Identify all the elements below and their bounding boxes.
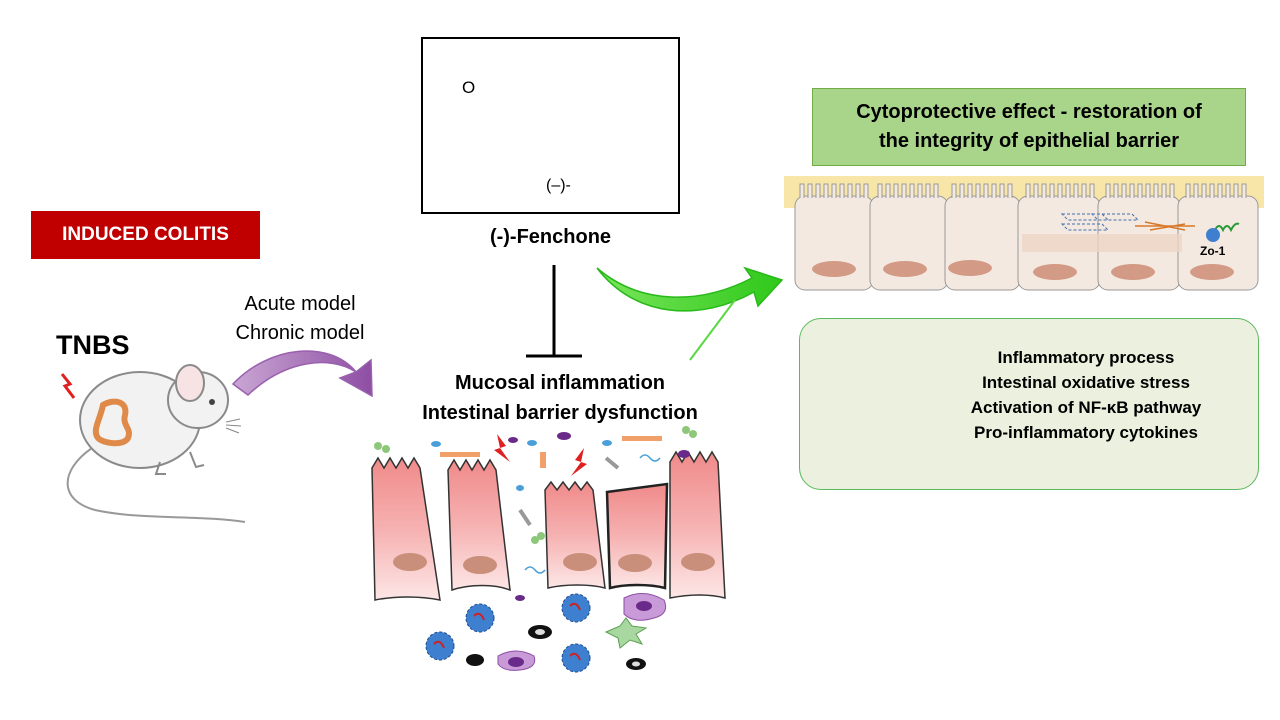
effect-item: Inflammatory process <box>997 348 1175 367</box>
induced-colitis-badge: INDUCED COLITIS <box>31 211 260 259</box>
chronic-model-label: Chronic model <box>235 322 365 344</box>
stereo-descriptor-label: (–)- <box>546 177 571 194</box>
inhibition-symbol <box>526 265 582 358</box>
mucosal-inflammation-label: Mucosal inflammation <box>454 372 666 394</box>
fenchone-name: (-)-Fenchone <box>489 226 612 248</box>
effect-item: Activation of NF-κB pathway <box>970 398 1202 417</box>
barrier-dysfunction-label: Intestinal barrier dysfunction <box>422 402 698 424</box>
cytoprotective-line-1: Cytoprotective effect - restoration of <box>856 101 1202 123</box>
decreased-effects-box: Inflammatory process Intestinal oxidativ… <box>799 318 1259 490</box>
effect-item: Intestinal oxidative stress <box>982 373 1190 392</box>
healthy-epithelium <box>784 176 1264 291</box>
zo1-label: Zo-1 <box>1200 244 1226 258</box>
fenchone-structure-box <box>421 37 680 214</box>
model-arrow <box>231 350 373 398</box>
immune-cells <box>425 593 667 673</box>
mouse-illustration <box>60 364 246 523</box>
acute-model-label: Acute model <box>244 293 356 315</box>
tnbs-label: TNBS <box>56 330 130 360</box>
cytoprotective-line-2: the integrity of epithelial barrier <box>878 130 1180 152</box>
cytoprotective-effect-box: Cytoprotective effect - restoration of t… <box>812 88 1246 166</box>
decreased-effects-list: Inflammatory process Intestinal oxidativ… <box>918 345 1254 445</box>
damaged-epithelium <box>371 426 726 601</box>
protective-arrow <box>596 266 784 361</box>
oxygen-atom-label: O <box>462 78 476 97</box>
effect-item: Pro-inflammatory cytokines <box>974 423 1198 442</box>
